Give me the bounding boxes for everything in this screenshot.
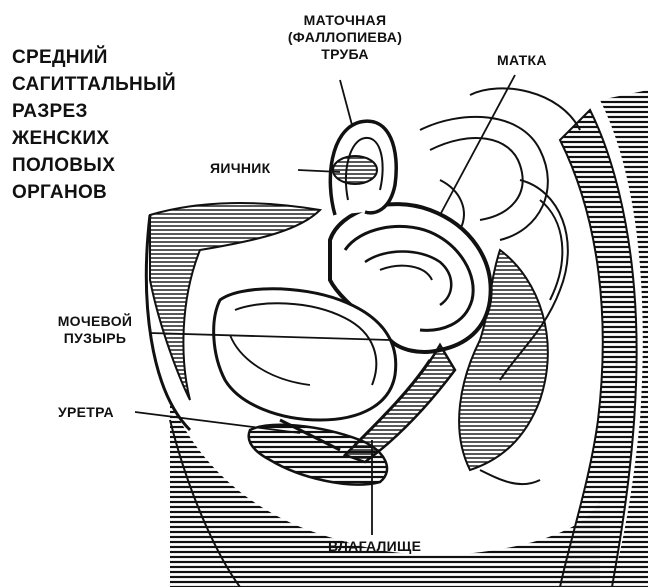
label-line: МАТОЧНАЯ: [265, 12, 425, 29]
label-bladder: МОЧЕВОЙ ПУЗЫРЬ: [40, 313, 150, 347]
title-line: САГИТТАЛЬНЫЙ: [12, 71, 212, 98]
ovary: [333, 156, 377, 184]
label-uterus: МАТКА: [497, 52, 547, 69]
diagram-title: СРЕДНИЙ САГИТТАЛЬНЫЙ РАЗРЕЗ ЖЕНСКИХ ПОЛО…: [12, 44, 212, 206]
label-fallopian-tube: МАТОЧНАЯ (ФАЛЛОПИЕВА) ТРУБА: [265, 12, 425, 63]
title-line: ЖЕНСКИХ: [12, 125, 212, 152]
title-line: РАЗРЕЗ: [12, 98, 212, 125]
title-line: ПОЛОВЫХ: [12, 152, 212, 179]
title-line: СРЕДНИЙ: [12, 44, 212, 71]
title-line: ОРГАНОВ: [12, 179, 212, 206]
label-vagina: ВЛАГАЛИЩЕ: [328, 538, 421, 555]
label-line: ПУЗЫРЬ: [40, 330, 150, 347]
label-line: (ФАЛЛОПИЕВА): [265, 29, 425, 46]
label-urethra: УРЕТРА: [58, 404, 114, 421]
label-line: ТРУБА: [265, 46, 425, 63]
label-line: МОЧЕВОЙ: [40, 313, 150, 330]
label-ovary: ЯИЧНИК: [210, 160, 270, 177]
